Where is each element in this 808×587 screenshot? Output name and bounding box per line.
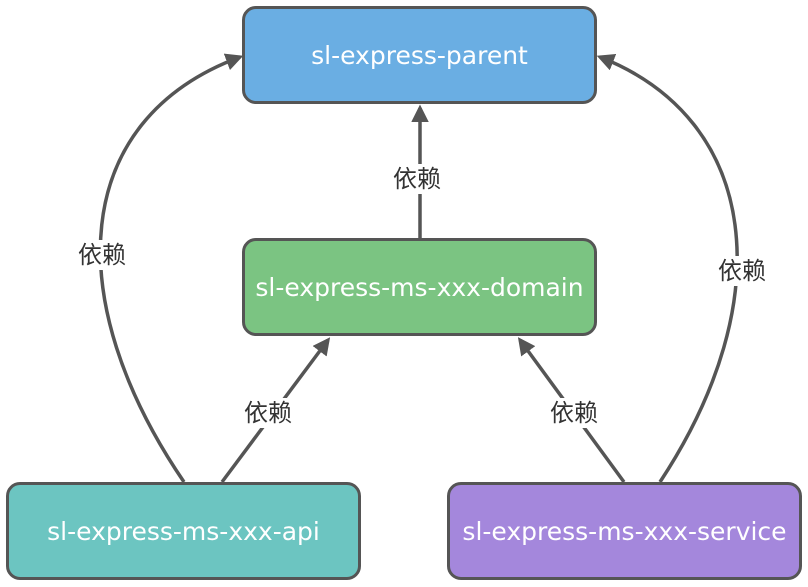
edge-label-api-parent: 依赖 [76, 240, 128, 271]
edge-label-api-domain: 依赖 [242, 398, 294, 429]
edge-label-service-parent: 依赖 [716, 256, 768, 287]
node-sl-express-parent: sl-express-parent [242, 6, 597, 104]
edge-service-to-parent [596, 54, 739, 483]
edge-api-to-parent [98, 53, 244, 483]
node-sl-express-ms-xxx-domain: sl-express-ms-xxx-domain [242, 238, 597, 336]
node-label: sl-express-ms-xxx-service [462, 516, 787, 546]
node-label: sl-express-ms-xxx-domain [255, 272, 584, 302]
node-label: sl-express-ms-xxx-api [47, 516, 320, 546]
node-label: sl-express-parent [311, 40, 528, 70]
node-sl-express-ms-xxx-service: sl-express-ms-xxx-service [447, 482, 802, 580]
edge-label-service-domain: 依赖 [548, 398, 600, 429]
edge-label-domain-parent: 依赖 [391, 164, 443, 195]
node-sl-express-ms-xxx-api: sl-express-ms-xxx-api [6, 482, 361, 580]
